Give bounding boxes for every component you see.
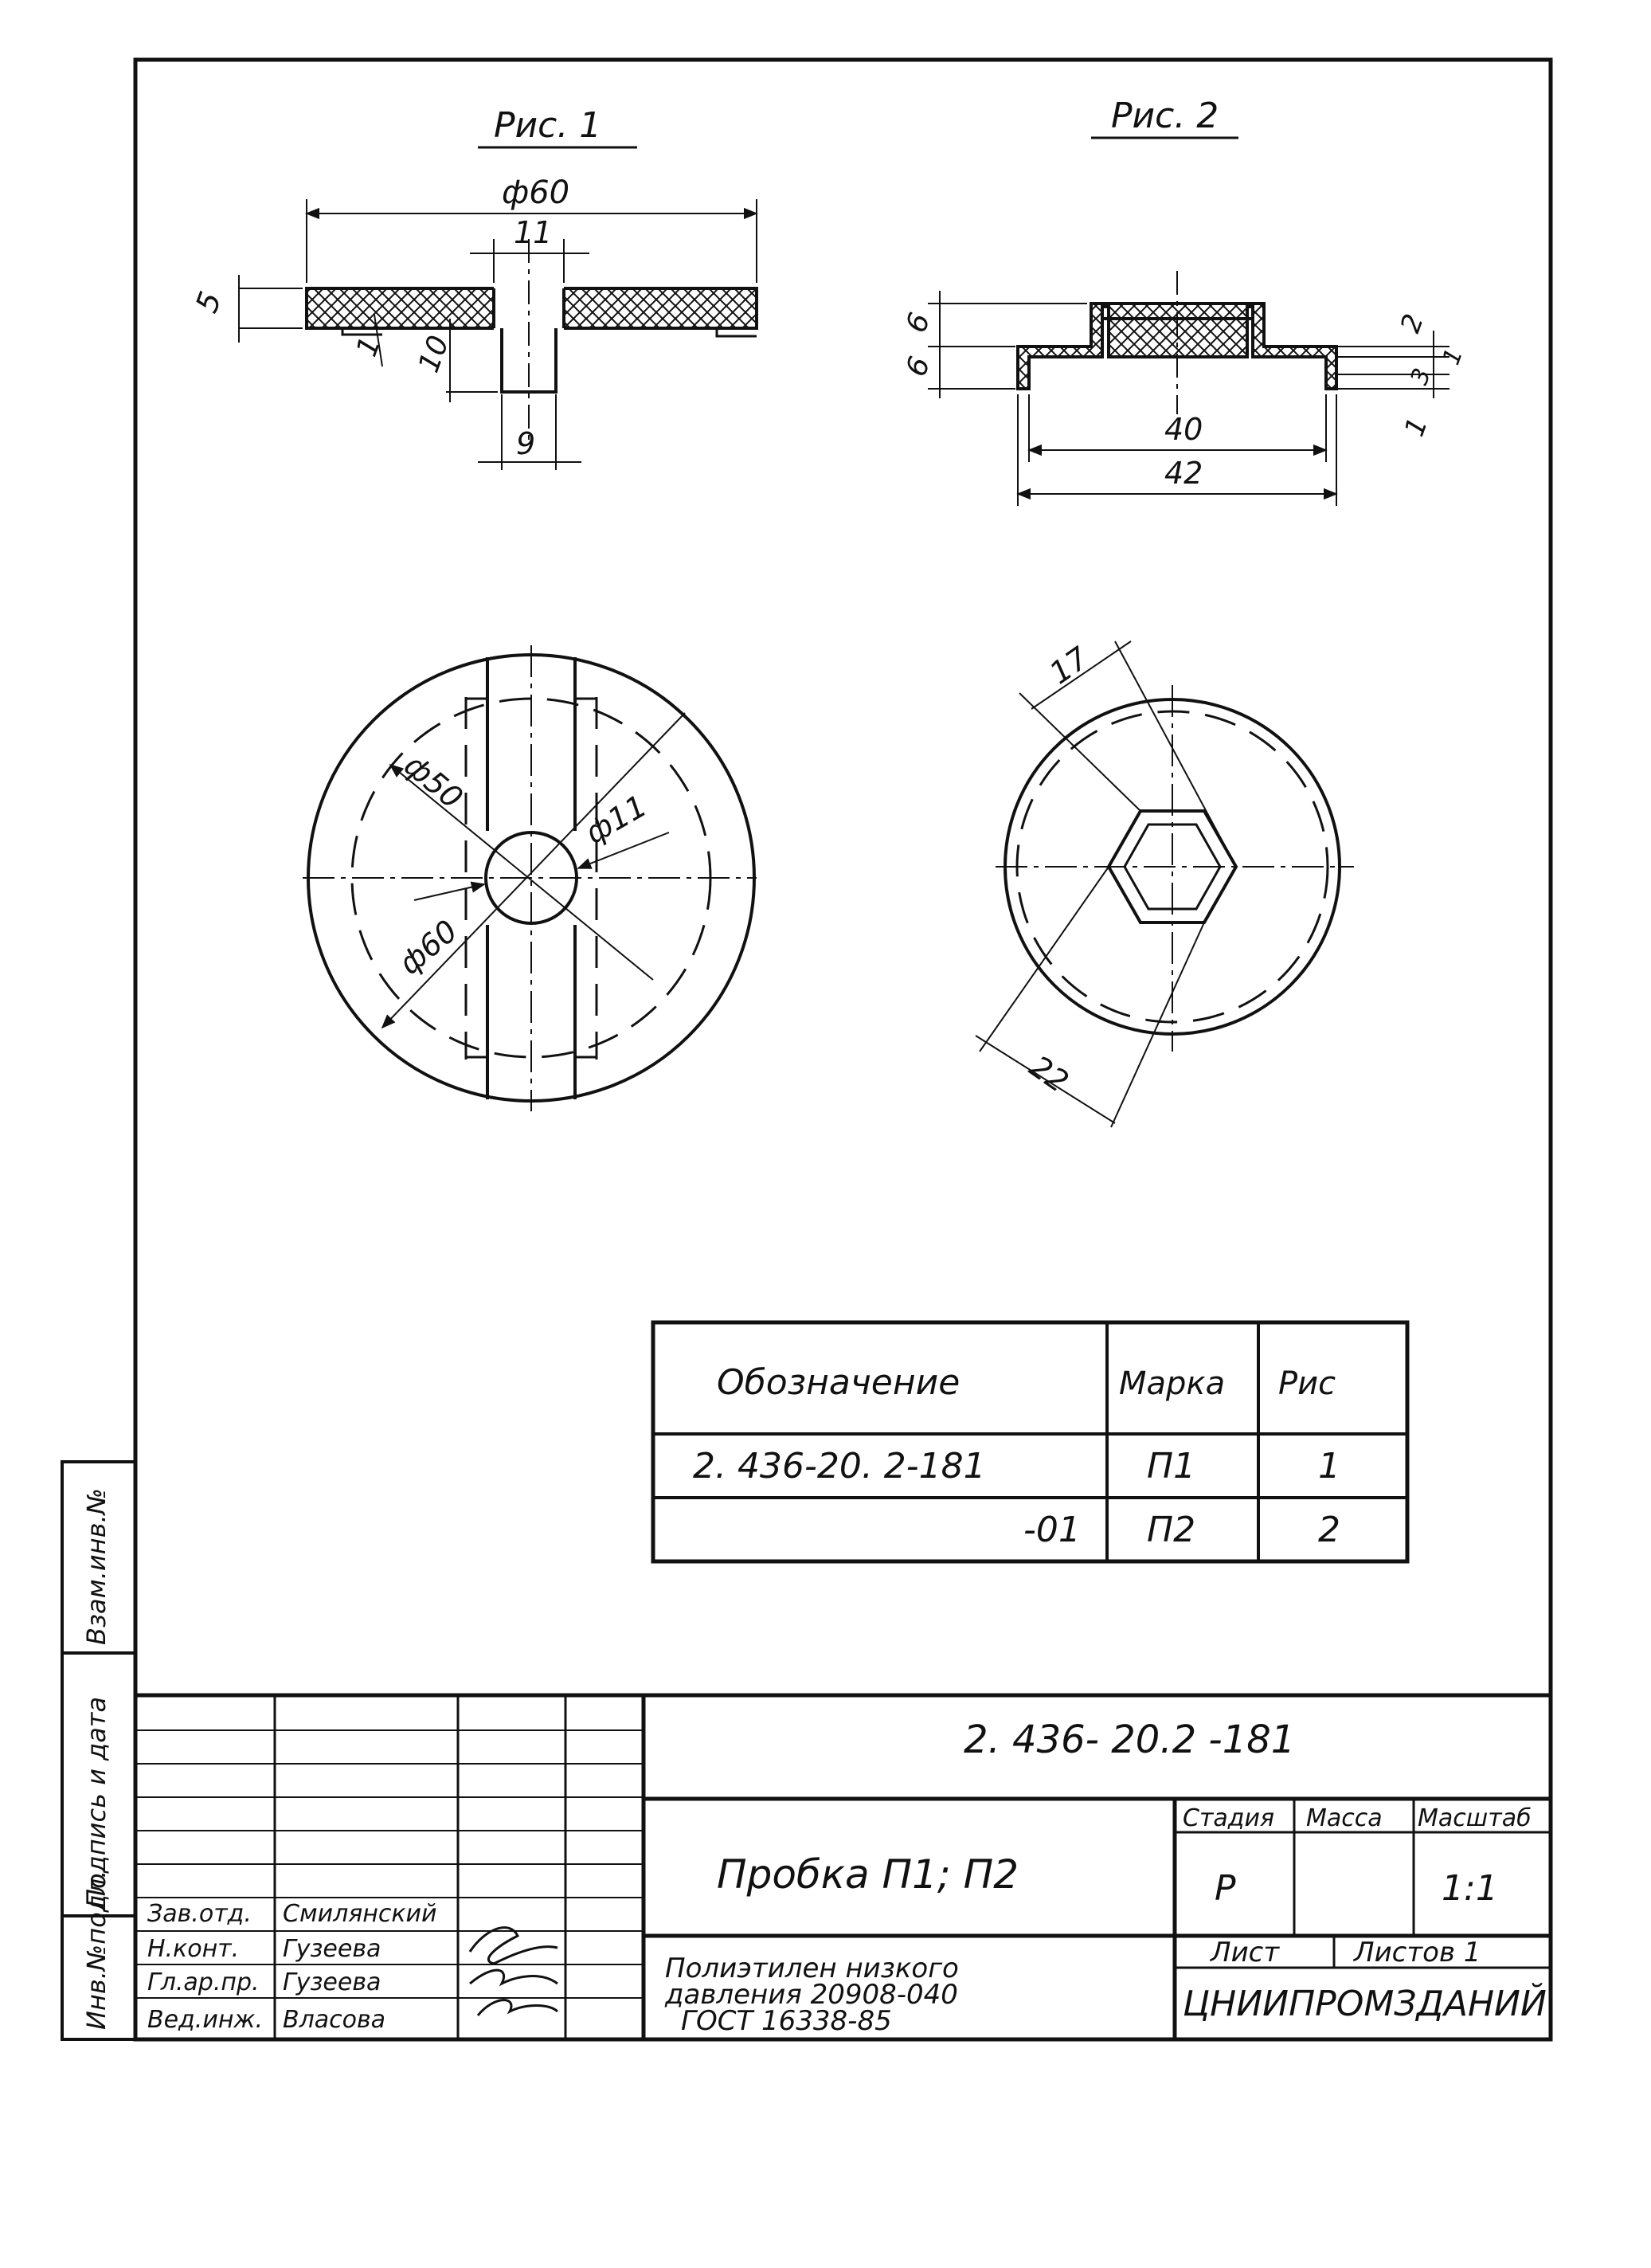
fig2-dim-right-a: 1 [1438, 345, 1469, 369]
spec-row1-designation: 2. 436-20. 2-181 [693, 1446, 986, 1487]
fig2-title: Рис. 2 [1111, 96, 1219, 136]
signature-role-4: Вед.инж. [147, 2006, 263, 2034]
signature-name-2: Гузеева [283, 1935, 381, 1963]
fig1-dim-hole: ф11 [580, 788, 653, 851]
spec-row1-mark: П1 [1147, 1446, 1195, 1487]
material-line-1: Полиэтилен низкого [665, 1953, 959, 1984]
material-line-3: ГОСТ 16338-85 [681, 2005, 892, 2037]
organization: ЦНИИПРОМЗДАНИЙ [1183, 1982, 1547, 2024]
side-stamp-replace-inv: Взам.инв.№ [81, 1488, 112, 1645]
spec-table: Обозначение Марка Рис 2. 436-20. 2-181 П… [651, 1320, 1410, 1564]
signature-name-4: Власова [283, 2006, 385, 2034]
spec-row1-fig: 1 [1318, 1446, 1340, 1487]
fig1-dim-rim: 1 [350, 333, 387, 362]
side-stamp-frame [61, 1460, 137, 2041]
fig1-plan-view: ф50 ф11 ф60 [303, 645, 757, 1111]
title-block: Зав.отд. Смилянский Н.конт. Гузеева Гл.а… [135, 1693, 1551, 2039]
sheet-frame [133, 57, 1553, 2042]
fig1-dim-stem: 9 [516, 426, 535, 461]
scale-value: 1:1 [1442, 1868, 1498, 1909]
fig2-dim-inner: 40 [1164, 412, 1203, 447]
fig1-dim-outer: ф60 [393, 913, 464, 981]
fig2-plan-view: 17 22 [975, 640, 1354, 1128]
signature-name-3: Гузеева [283, 1968, 381, 1996]
stage-label: Стадия [1183, 1804, 1274, 1832]
signature-name-1: Смилянский [283, 1900, 437, 1928]
fig2-dim-right-b: 3 [1406, 365, 1437, 389]
fig1-dim-inner: ф50 [397, 747, 469, 816]
part-name: Пробка П1; П2 [717, 1851, 1019, 1898]
sheet-label: Лист [1209, 1937, 1280, 1968]
fig1-dim-thickness: 5 [189, 287, 229, 317]
signature-role-1: Зав.отд. [147, 1900, 252, 1928]
document-code: 2. 436- 20.2 -181 [964, 1718, 1295, 1762]
scale-label: Масштаб [1418, 1804, 1532, 1832]
fig1-dim-stem-height: 10 [413, 331, 456, 377]
spec-header-fig: Рис [1278, 1365, 1336, 1402]
fig1-dim-overall: ф60 [502, 174, 569, 211]
spec-row2-mark: П2 [1147, 1510, 1195, 1550]
spec-row2-designation: -01 [1023, 1510, 1081, 1550]
fig2-dim-corner: 22 [1023, 1048, 1075, 1099]
signature-role-3: Гл.ар.пр. [147, 1968, 260, 1996]
fig2-dim-outer: 42 [1164, 456, 1203, 491]
fig2-dim-right-top: 2 [1395, 310, 1430, 337]
handwritten-signatures [468, 1926, 559, 2016]
fig2-dim-lower: 6 [900, 353, 937, 382]
signature-role-2: Н.конт. [147, 1935, 239, 1963]
fig1-dim-hub: 11 [514, 215, 552, 250]
side-stamp-inv-no: Инв.№подл. [81, 1870, 112, 2030]
material-line-2: давления 20908-040 [664, 1979, 958, 2011]
spec-row2-fig: 2 [1318, 1510, 1340, 1550]
spec-header-designation: Обозначение [717, 1362, 960, 1403]
fig2-dim-upper: 6 [900, 309, 937, 338]
side-stamp-sign-date: Подпись и дата [81, 1697, 112, 1908]
fig1-section-view [305, 239, 758, 446]
spec-header-mark: Марка [1119, 1365, 1225, 1402]
fig2-section-view [1016, 271, 1338, 414]
fig2-dim-flat: 17 [1043, 640, 1095, 691]
sheets-label: Листов 1 [1352, 1937, 1481, 1968]
fig2-dim-right-c: 1 [1399, 413, 1434, 441]
stage-value: Р [1215, 1868, 1236, 1909]
fig1-title: Рис. 1 [494, 105, 601, 146]
mass-label: Масса [1306, 1804, 1383, 1832]
